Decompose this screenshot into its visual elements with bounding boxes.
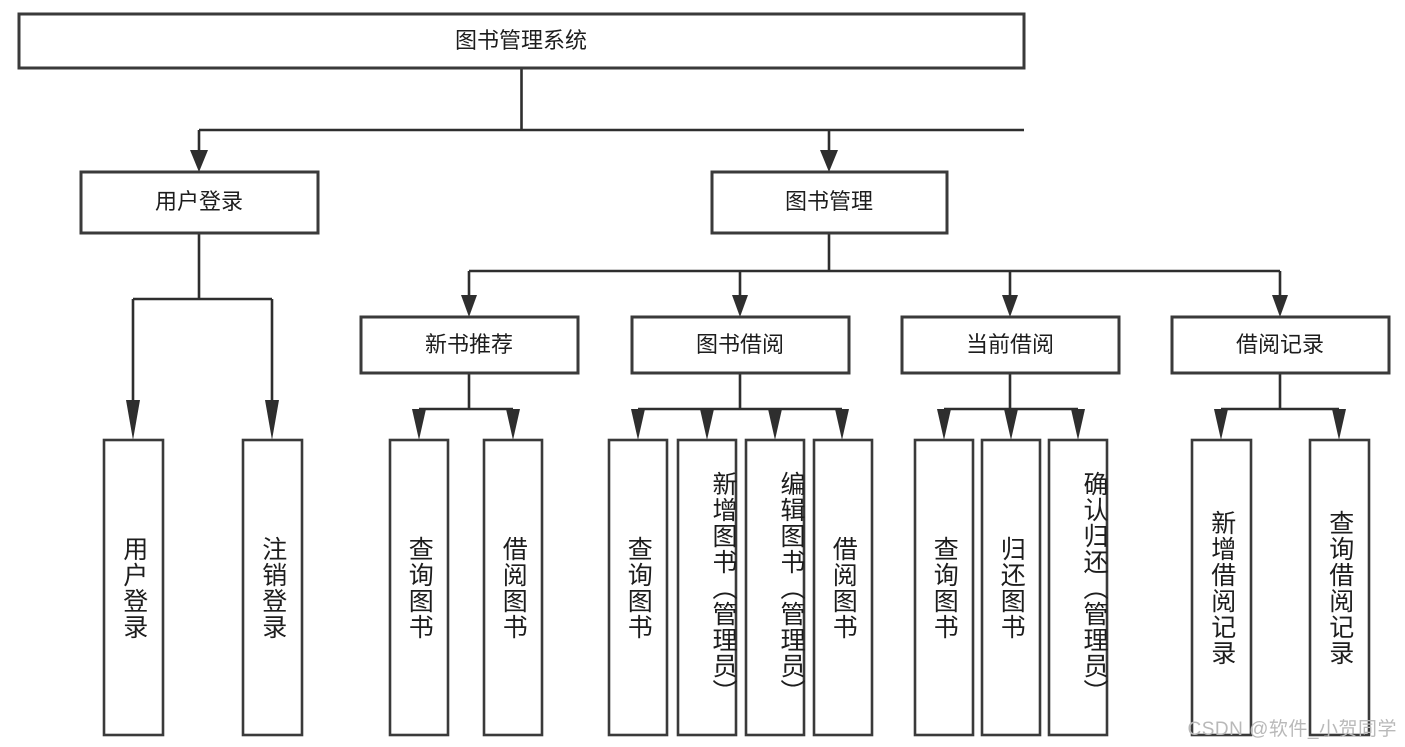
leaf-box-user-login[interactable] [102, 438, 165, 737]
leaf-label-query-record: 查询借阅记录 [1325, 509, 1354, 666]
leaf-box-return-book[interactable] [980, 438, 1042, 737]
node-borrow-record-label: 借阅记录 [1236, 332, 1324, 357]
leaf-label-add-book: 新增图书（管理员） [709, 470, 737, 705]
node-layer: 图书管理系统 用户登录 图书管理 新书推荐 图书借阅 当前借阅 借阅记录 [17, 12, 1391, 375]
leaf-box-confirm-return[interactable] [1047, 438, 1109, 737]
arrow-head-leaf-user-login [126, 400, 140, 440]
leaf-label-logout-login: 注销登录 [258, 535, 287, 640]
arrow-head-leaf-return-book [1004, 409, 1018, 440]
arrow-head-leaf-logout-login [265, 400, 279, 440]
arrow-head-leaf-borrow-book-1 [506, 409, 520, 440]
node-book-borrow-label: 图书借阅 [696, 332, 784, 357]
node-root-label: 图书管理系统 [455, 28, 587, 53]
leaf-label-edit-book: 编辑图书（管理员） [777, 470, 805, 705]
csdn-watermark: CSDN @软件_小贺同学 [1187, 719, 1397, 740]
arrow-head-leaf-edit-book [768, 409, 782, 440]
arrow-head-user-login [190, 150, 208, 172]
node-user-login-label: 用户登录 [155, 189, 243, 214]
node-root[interactable] [17, 12, 1026, 70]
leaf-label-confirm-return: 确认归还（管理员） [1080, 470, 1108, 705]
arrow-head-current-borrow [1002, 295, 1018, 317]
arrow-head-leaf-query-book-3 [937, 409, 951, 440]
arrow-head-leaf-confirm-return [1071, 409, 1085, 440]
arrow-head-leaf-add-book [700, 409, 714, 440]
node-current-borrow-label: 当前借阅 [966, 332, 1054, 357]
node-current-borrow[interactable] [900, 315, 1121, 375]
node-new-book-recommend-label: 新书推荐 [425, 332, 513, 357]
leaf-box-borrow-book-2[interactable] [812, 438, 874, 737]
node-book-management-label: 图书管理 [785, 189, 873, 214]
node-borrow-record[interactable] [1170, 315, 1391, 375]
arrow-head-leaf-query-book-2 [631, 409, 645, 440]
arrow-head-new-book-recommend [461, 295, 477, 317]
leaf-label-query-book-2: 查询图书 [624, 535, 653, 640]
leaf-box-edit-book[interactable] [744, 438, 806, 737]
node-user-login[interactable] [79, 170, 320, 235]
leaf-box-query-book-3[interactable] [913, 438, 975, 737]
node-book-management[interactable] [710, 170, 949, 235]
leaf-label-user-login: 用户登录 [119, 535, 148, 640]
node-new-book-recommend[interactable] [359, 315, 580, 375]
arrow-head-leaf-query-record [1332, 409, 1346, 440]
arrow-head-book-management [820, 150, 838, 172]
leaf-box-layer [102, 438, 1371, 737]
leaf-label-query-book-3: 查询图书 [930, 535, 959, 640]
leaf-box-logout-login[interactable] [241, 438, 304, 737]
leaf-label-return-book: 归还图书 [997, 535, 1026, 640]
leaf-box-query-book-1[interactable] [388, 438, 450, 737]
arrow-head-book-borrow [732, 295, 748, 317]
leaf-box-query-book-2[interactable] [607, 438, 669, 737]
leaf-box-query-record[interactable] [1308, 438, 1371, 737]
leaf-box-add-record[interactable] [1190, 438, 1253, 737]
leaf-box-add-book[interactable] [676, 438, 738, 737]
leaf-label-borrow-book-2: 借阅图书 [829, 535, 858, 640]
connector-layer [126, 68, 1346, 440]
arrow-head-leaf-borrow-book-2 [835, 409, 849, 440]
arrow-head-leaf-add-record [1214, 409, 1228, 440]
leaf-label-borrow-book-1: 借阅图书 [499, 535, 528, 640]
leaf-label-query-book-1: 查询图书 [405, 535, 434, 640]
arrow-head-borrow-record [1272, 295, 1288, 317]
arrow-head-leaf-query-book-1 [412, 409, 426, 440]
node-book-borrow[interactable] [630, 315, 851, 375]
leaf-label-add-record: 新增借阅记录 [1207, 509, 1236, 666]
leaf-box-borrow-book-1[interactable] [482, 438, 544, 737]
